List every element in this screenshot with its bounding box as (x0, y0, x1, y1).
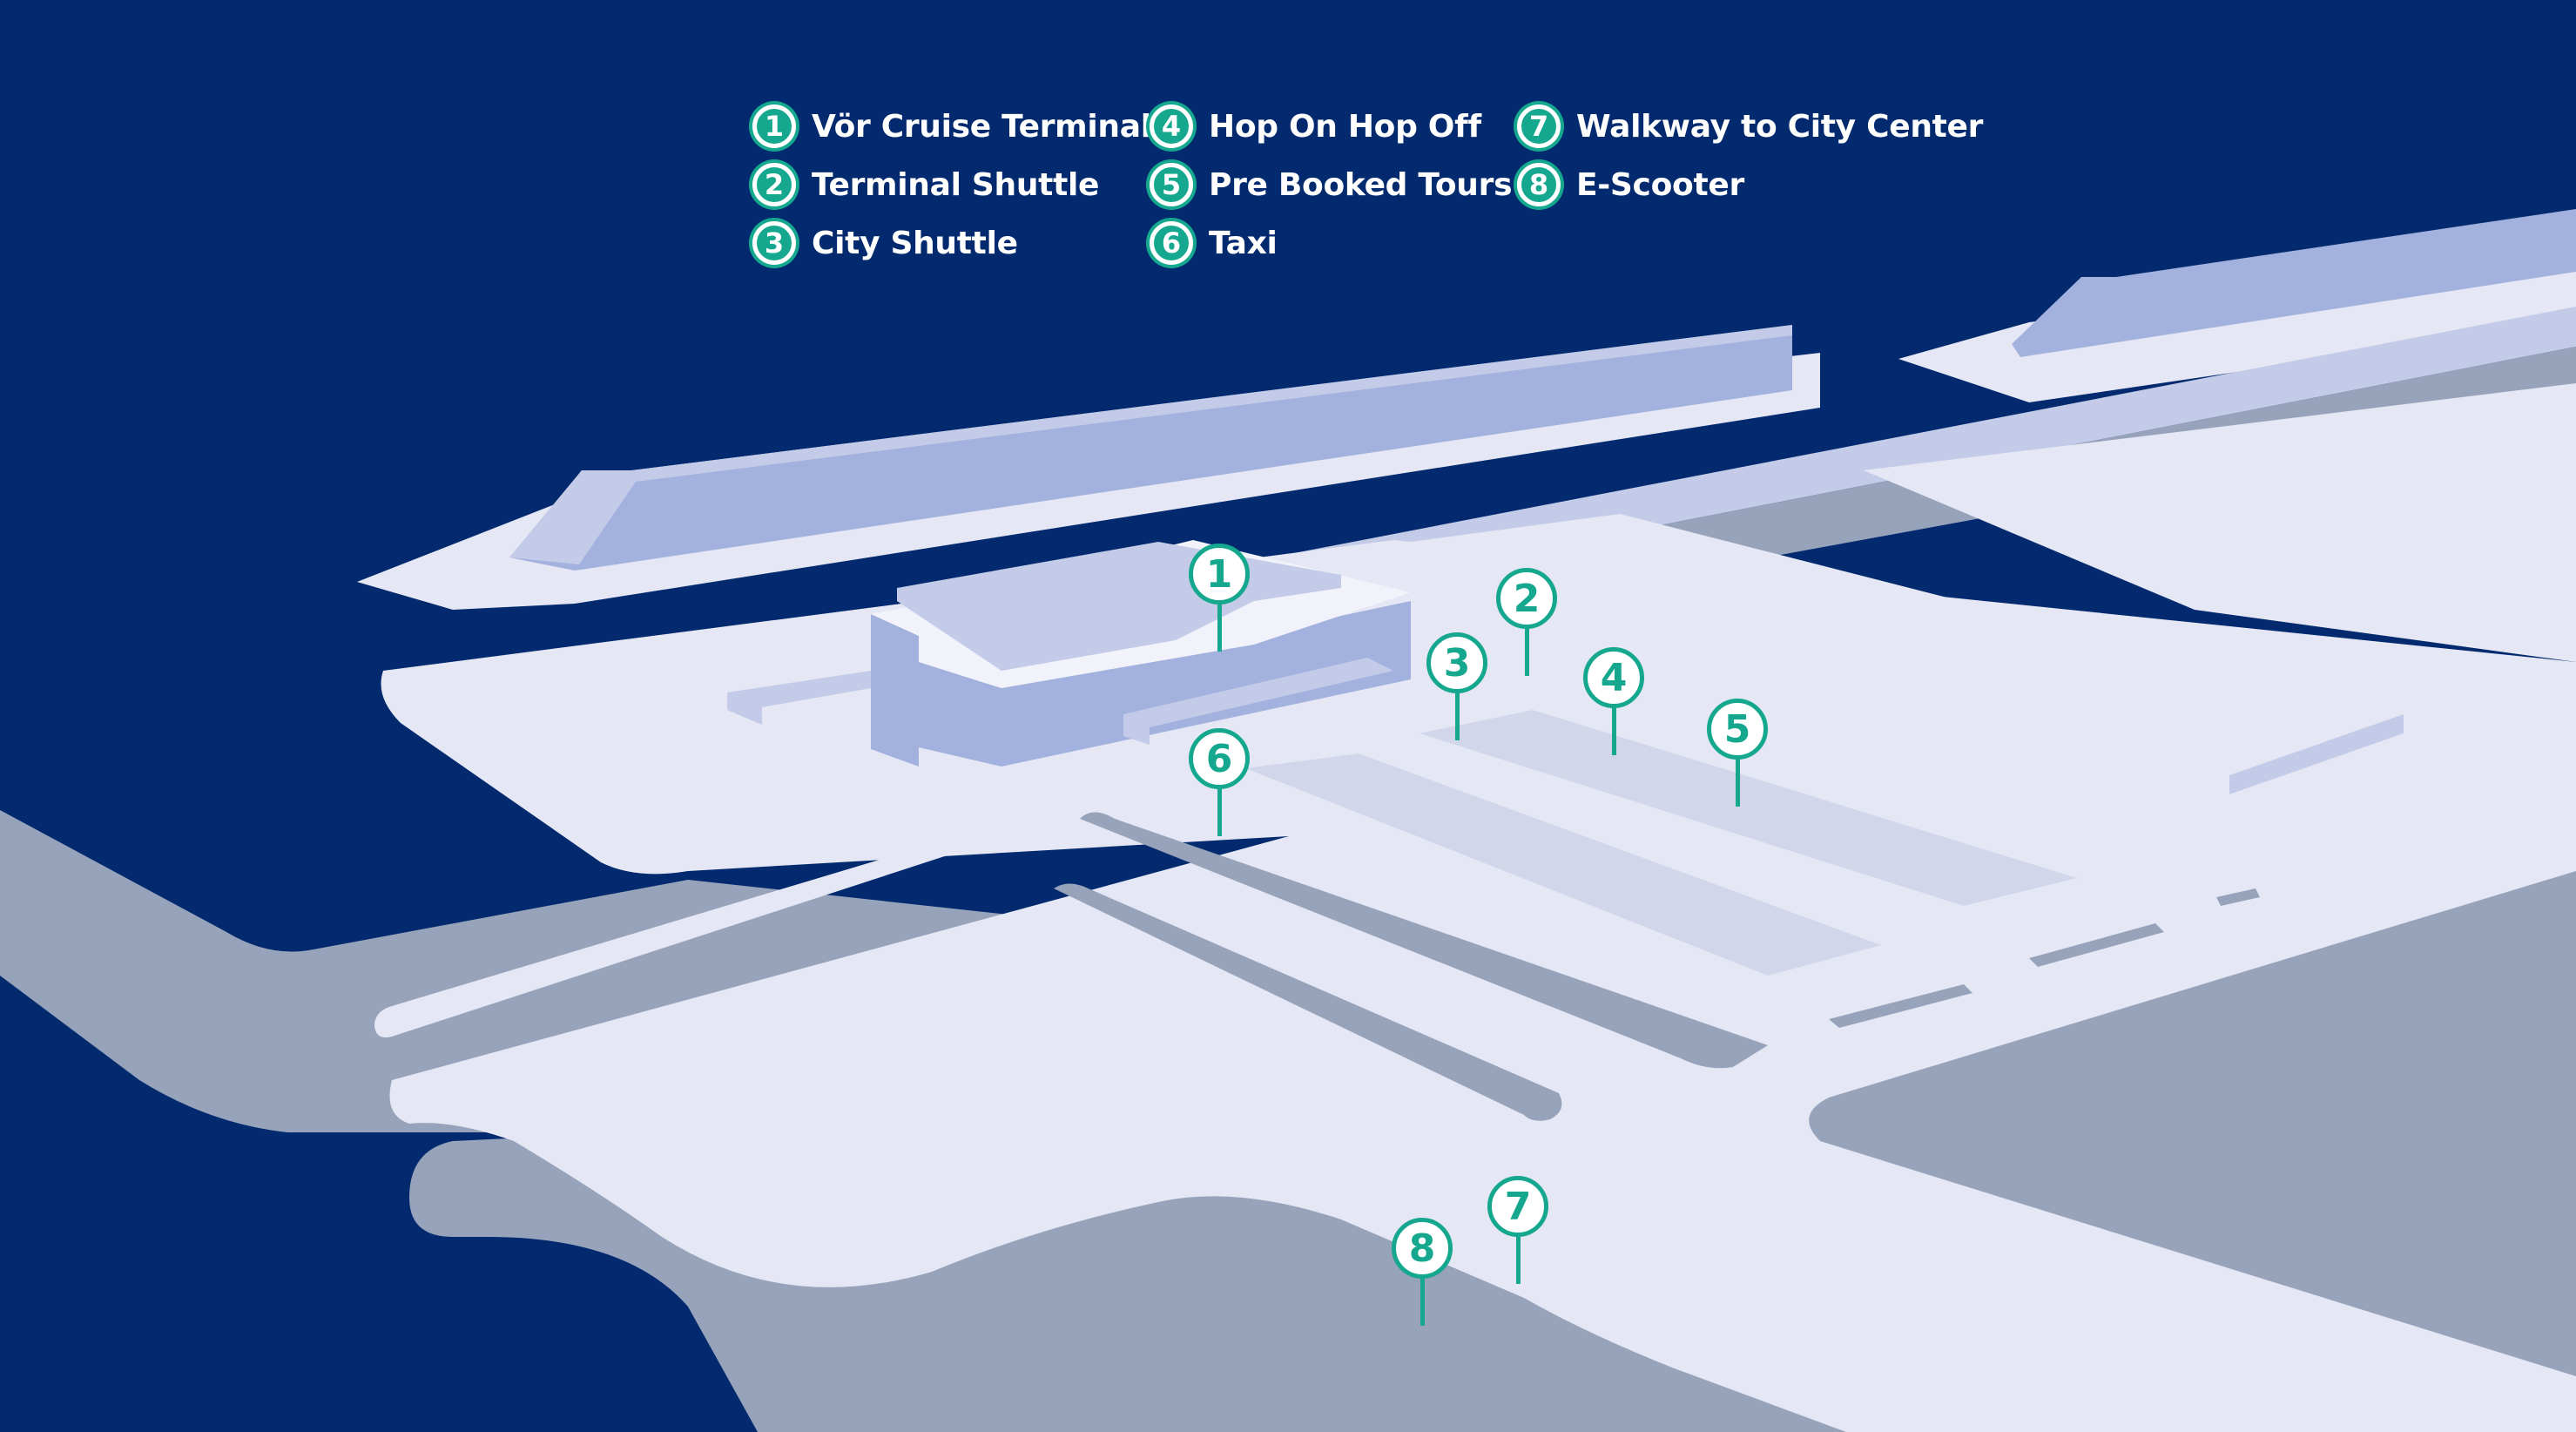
legend-item-e-scooter: 8 E-Scooter (1517, 158, 1744, 212)
bus-bay-upper (1419, 710, 2077, 906)
legend-item-taxi: 6 Taxi (1150, 216, 1278, 270)
city-shuttle-marker-pin[interactable]: 3 (1423, 632, 1491, 740)
pin-stem (1217, 603, 1222, 652)
legend-badge: 6 (1150, 221, 1193, 265)
pin-stem (1524, 627, 1529, 676)
pin-stem (1611, 706, 1616, 755)
road-divider-4 (2029, 923, 2164, 967)
legend-label: City Shuttle (812, 225, 1018, 261)
taxi-marker-pin[interactable]: 6 (1185, 728, 1253, 836)
pin-number: 4 (1583, 647, 1644, 708)
legend-item-pre-booked-tours: 5 Pre Booked Tours (1150, 158, 1513, 212)
terminal-building-side (871, 614, 919, 767)
pin-number: 5 (1707, 699, 1768, 760)
legend-label: Vör Cruise Terminal (812, 108, 1151, 145)
pin-number: 2 (1496, 568, 1557, 629)
road-divider-2 (1054, 883, 1562, 1121)
legend-label: Hop On Hop Off (1209, 108, 1481, 145)
legend-badge: 3 (752, 221, 796, 265)
legend-badge: 1 (752, 105, 796, 148)
pin-number: 3 (1426, 632, 1487, 693)
pin-stem (1735, 758, 1740, 807)
legend-badge: 4 (1150, 105, 1193, 148)
road-divider-1 (1080, 812, 1768, 1069)
walkway-marker-pin[interactable]: 7 (1484, 1176, 1552, 1284)
pin-number: 8 (1392, 1218, 1453, 1279)
cruise-ship-right-superstructure (2012, 209, 2576, 357)
harbor-walkway (374, 723, 1001, 1037)
terminal-building-front (919, 601, 1411, 767)
parking-lot-right-edge (2229, 714, 2404, 794)
terminal-marker-pin[interactable]: 1 (1185, 544, 1253, 652)
pre-booked-tours-marker-pin[interactable]: 5 (1703, 699, 1771, 807)
quay-platform (381, 540, 2576, 1432)
legend-badge: 7 (1517, 105, 1561, 148)
pin-stem (1419, 1277, 1425, 1326)
legend-label: Terminal Shuttle (812, 166, 1100, 203)
pin-stem (1515, 1235, 1521, 1284)
terminal-shuttle-marker-pin[interactable]: 2 (1493, 568, 1561, 676)
legend-item-vor-cruise-terminal: 1 Vör Cruise Terminal (752, 99, 1151, 153)
storage-area (1864, 383, 2576, 662)
bus-bay-lower (1245, 753, 1881, 976)
legend-label: Pre Booked Tours (1209, 166, 1513, 203)
pin-number: 7 (1487, 1176, 1548, 1237)
terminal-walkway (727, 671, 871, 725)
legend-label: Taxi (1209, 225, 1278, 261)
pin-number: 6 (1189, 728, 1250, 789)
pin-stem (1454, 692, 1460, 740)
legend-label: Walkway to City Center (1576, 108, 1984, 145)
legend-badge: 8 (1517, 163, 1561, 206)
legend-item-walkway-to-city-center: 7 Walkway to City Center (1517, 99, 1983, 153)
legend-item-city-shuttle: 3 City Shuttle (752, 216, 1018, 270)
legend-badge: 5 (1150, 163, 1193, 206)
legend-label: E-Scooter (1576, 166, 1744, 203)
road-divider-3 (1829, 984, 1972, 1028)
legend-item-hop-on-hop-off: 4 Hop On Hop Off (1150, 99, 1481, 153)
cruise-ship-left-deck (509, 325, 1792, 564)
cruise-ship-left-superstructure (509, 325, 1792, 571)
e-scooter-marker-pin[interactable]: 8 (1388, 1218, 1456, 1326)
pin-stem (1217, 787, 1222, 836)
pin-number: 1 (1189, 544, 1250, 605)
parking-lot-right (1359, 514, 2404, 775)
legend-item-terminal-shuttle: 2 Terminal Shuttle (752, 158, 1099, 212)
hop-on-hop-off-marker-pin[interactable]: 4 (1580, 647, 1648, 755)
legend-badge: 2 (752, 163, 796, 206)
road-divider-5 (2216, 888, 2260, 906)
terminal-canopy (1123, 658, 1393, 745)
